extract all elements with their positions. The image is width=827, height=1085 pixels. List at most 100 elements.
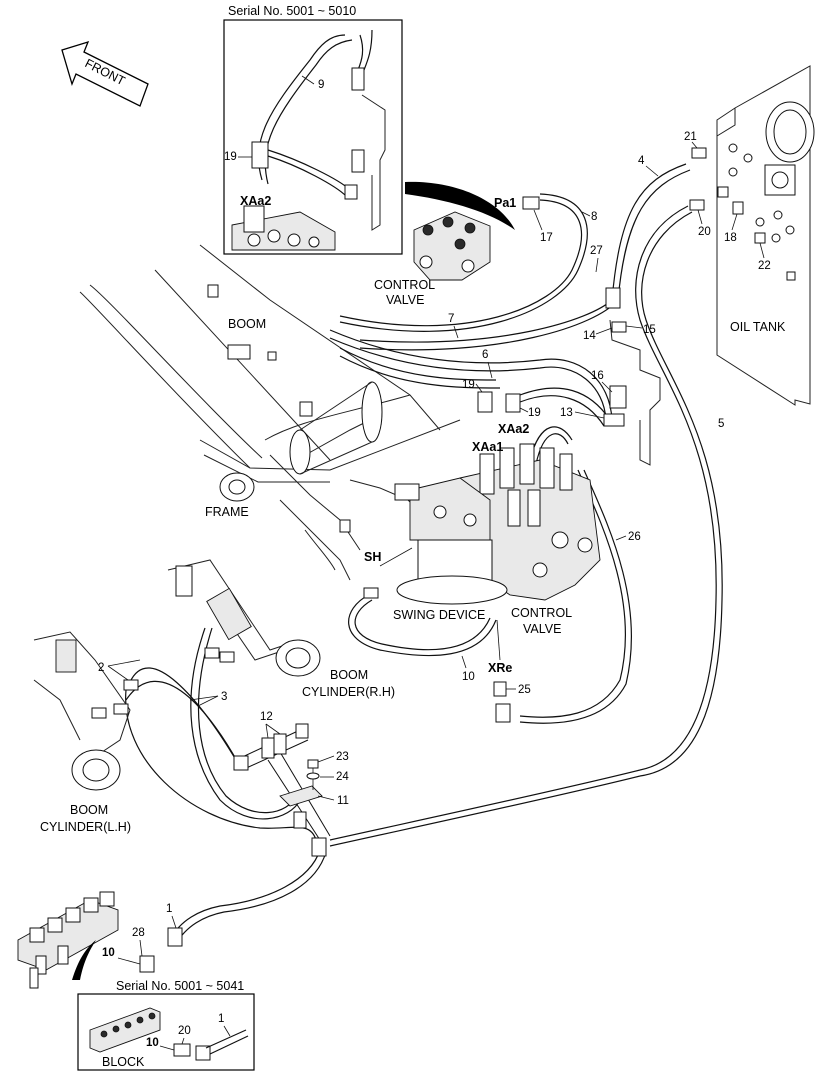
top-valve-port-2	[442, 216, 454, 228]
fitting-10-lower	[139, 955, 155, 973]
hose-6-a	[339, 347, 497, 381]
fitting-12-a	[261, 737, 275, 759]
bottom-inset-hole-1	[100, 1030, 108, 1038]
callout-9: 9	[318, 79, 324, 91]
leader-1	[171, 915, 177, 929]
front-arrow: FRONT	[61, 40, 149, 107]
label-control-valve-top-1: CONTROL	[374, 278, 435, 292]
top-valve-port-4	[454, 238, 466, 250]
fitting-2-d	[219, 651, 235, 663]
callout-7: 7	[448, 313, 454, 325]
leader-sh	[379, 547, 413, 567]
hose-8-b	[339, 199, 583, 327]
oil-tank-bolt-7	[771, 233, 781, 243]
callout-15: 15	[643, 324, 656, 336]
leader-10-lower	[117, 957, 141, 965]
hose-13-b	[519, 395, 605, 427]
callout-5: 5	[718, 418, 724, 430]
boom-bracket-3	[267, 351, 277, 361]
hose-26-a	[519, 469, 627, 718]
oil-tank-edge	[716, 108, 736, 137]
fitting-20	[689, 199, 705, 211]
callout-1-inset: 1	[218, 1013, 224, 1025]
callout-20-inset: 20	[178, 1025, 191, 1037]
fitting-11-lower	[293, 811, 307, 829]
leader-23	[317, 755, 335, 763]
hose-26-b	[519, 469, 633, 724]
callout-25: 25	[518, 684, 531, 696]
inset-port-a	[247, 233, 261, 247]
hose-10-a	[348, 593, 497, 657]
inset-link-arc	[405, 181, 515, 230]
boom-bracket-2	[227, 344, 251, 360]
inset-fitting-3	[344, 184, 358, 200]
bottom-inset-hole-3	[124, 1021, 132, 1029]
leader-1-inset	[223, 1025, 231, 1037]
inset-hose-f	[267, 155, 347, 197]
leader-17	[533, 209, 543, 231]
oil-tank-bolt-5	[773, 210, 783, 220]
cyl-lh-edge-2	[33, 679, 81, 741]
callout-8: 8	[591, 211, 597, 223]
boom-pin-edge	[264, 394, 411, 441]
lower-block-port-4	[83, 897, 99, 913]
hose-7-b	[329, 337, 607, 421]
inset-port-c	[287, 233, 301, 247]
leader-26	[615, 535, 627, 541]
top-inset: Serial No. 5001 ~ 5010 9 19 XAa2	[223, 4, 403, 255]
leader-9	[301, 75, 315, 85]
callout-19-right: 19	[528, 407, 541, 419]
frame-tube-top	[299, 381, 373, 431]
swing-device-port-3	[463, 513, 477, 527]
lower-block-port-3	[65, 907, 81, 923]
swing-device-port-2	[433, 505, 447, 519]
main-valve-spool-5	[559, 453, 573, 491]
bolt-23	[307, 759, 319, 769]
inset-port-d	[308, 236, 320, 248]
main-valve-spool-3	[519, 443, 535, 485]
fitting-16	[609, 385, 627, 409]
hose-5-c	[329, 769, 641, 841]
bottom-inset-hole-5	[148, 1012, 156, 1020]
frame-bracket	[339, 519, 351, 533]
hose-5-d	[329, 775, 641, 847]
leader-3a	[197, 695, 219, 707]
bottom-inset-elbow	[195, 1045, 211, 1061]
boom-frame-structure: BOOM FRAME	[79, 244, 461, 581]
oil-tank: OIL TANK 21 20 18 22	[684, 65, 815, 406]
leader-12a	[265, 723, 269, 739]
callout-10-inset: 10	[146, 1037, 159, 1049]
hose-4-b	[617, 169, 691, 301]
leader-19-left	[475, 383, 483, 393]
hose-12-b	[241, 739, 309, 771]
oil-tank-bolt-2	[728, 167, 738, 177]
port-xaa2-inset: XAa2	[240, 194, 271, 208]
leader-11	[317, 795, 335, 801]
fitting-12-c	[295, 723, 309, 739]
callout-13: 13	[560, 407, 573, 419]
fitting-22	[754, 232, 766, 244]
port-xaa2: XAa2	[498, 422, 529, 436]
leader-10-sh	[461, 655, 467, 669]
frame-tube-bottom	[299, 441, 373, 475]
swing-device-flange	[396, 575, 508, 605]
clamp-assembly: 12 23 24 11	[233, 711, 349, 857]
callout-4: 4	[638, 155, 645, 167]
fitting-2-a	[123, 679, 139, 691]
label-control-valve-mid-2: VALVE	[523, 622, 561, 636]
fitting-2-b	[113, 703, 129, 715]
inset-valve-port	[243, 205, 265, 233]
main-valve-port-1	[551, 531, 569, 549]
cyl-lh-edge-1	[33, 631, 131, 761]
lower-block-fitting-1	[35, 955, 47, 975]
label-boom-cyl-rh-2: CYLINDER(R.H)	[302, 685, 395, 699]
leader-20-tank	[697, 209, 703, 225]
bottom-inset-block-label: BLOCK	[102, 1055, 145, 1069]
lower-block-fitting-2	[29, 967, 39, 989]
hose-2-b	[125, 680, 243, 771]
fitting-21	[691, 147, 707, 159]
hose-27-b	[359, 299, 619, 351]
fitting-18a	[717, 186, 729, 198]
